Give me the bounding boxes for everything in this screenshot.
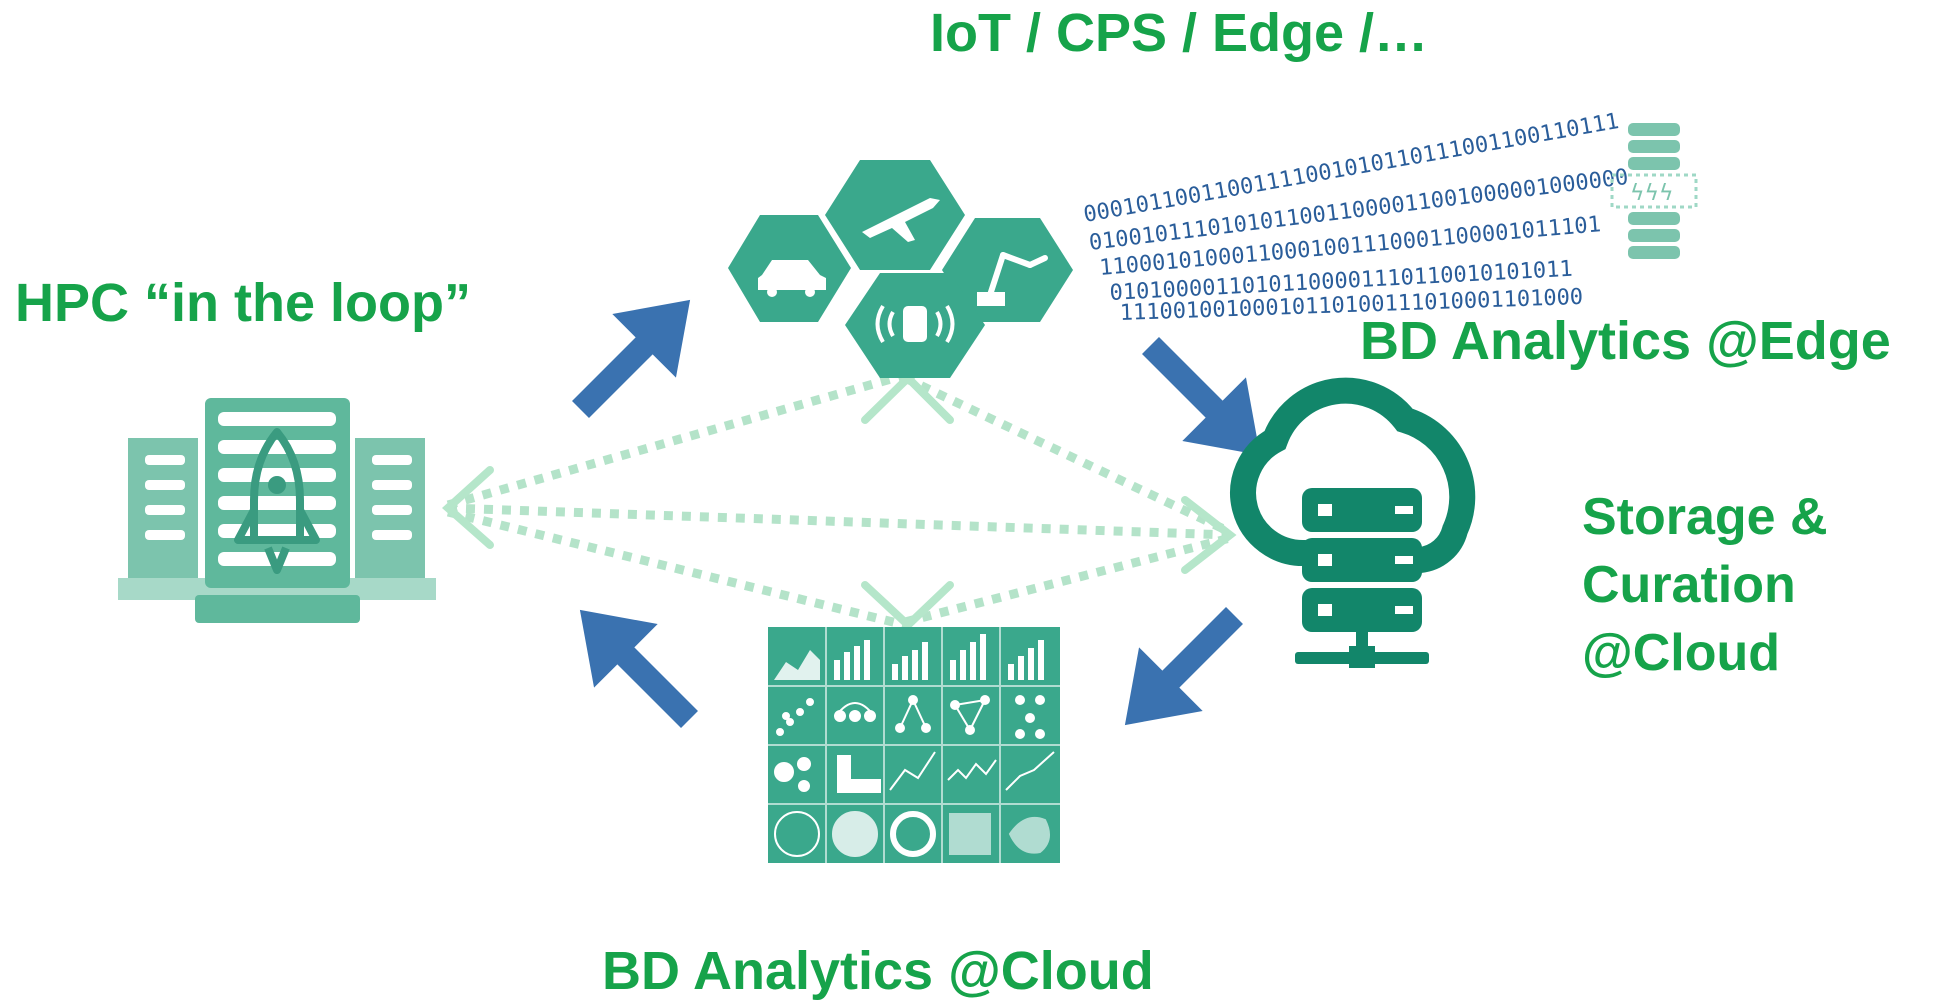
- iot-hexagon-cluster: [728, 160, 1073, 378]
- chart-grid-icon: [768, 627, 1060, 863]
- arrow-storage-to-analytics: [1124, 607, 1243, 726]
- arrow-iot-to-storage: [1142, 337, 1261, 456]
- cloud-server-icon: [1230, 377, 1476, 668]
- blue-arrows: [572, 299, 1261, 728]
- airplane-icon: [862, 198, 940, 242]
- storage-label-line2: Curation: [1582, 556, 1796, 614]
- phone-signal-icon: [875, 304, 955, 344]
- car-icon: [758, 260, 826, 297]
- rocket-window: [268, 476, 286, 494]
- chart-row-1: [774, 634, 1044, 680]
- arrow-analytics-to-hpc: [579, 609, 698, 728]
- chart-row-4: [774, 811, 1050, 857]
- binary-stream: 0001011001100111100101011011100110011011…: [1082, 109, 1630, 326]
- chart-row-3: [774, 751, 1055, 793]
- edge-server-icon: ϟϟϟ: [1610, 123, 1698, 259]
- dotted-connections: [446, 370, 1232, 630]
- arrowhead-chevrons: [441, 372, 1237, 631]
- top-title: IoT / CPS / Edge /…: [930, 3, 1429, 63]
- hpc-label: HPC “in the loop”: [15, 273, 471, 333]
- rocket-icon: [234, 428, 320, 574]
- robot-arm-icon: [977, 252, 1048, 306]
- hex-airplane: [825, 160, 965, 270]
- edge-label: BD Analytics @Edge: [1360, 311, 1891, 371]
- hex-robot: [942, 218, 1073, 322]
- hpc-datacenter-icon: [118, 398, 436, 623]
- chart-row-2: [776, 695, 1045, 739]
- cloud-analytics-label: BD Analytics @Cloud: [602, 941, 1154, 1001]
- storage-label-line1: Storage &: [1582, 488, 1828, 546]
- arrow-hpc-to-iot: [572, 299, 691, 418]
- svg-text:ϟϟϟ: ϟϟϟ: [1630, 181, 1674, 206]
- storage-label-line3: @Cloud: [1582, 624, 1780, 682]
